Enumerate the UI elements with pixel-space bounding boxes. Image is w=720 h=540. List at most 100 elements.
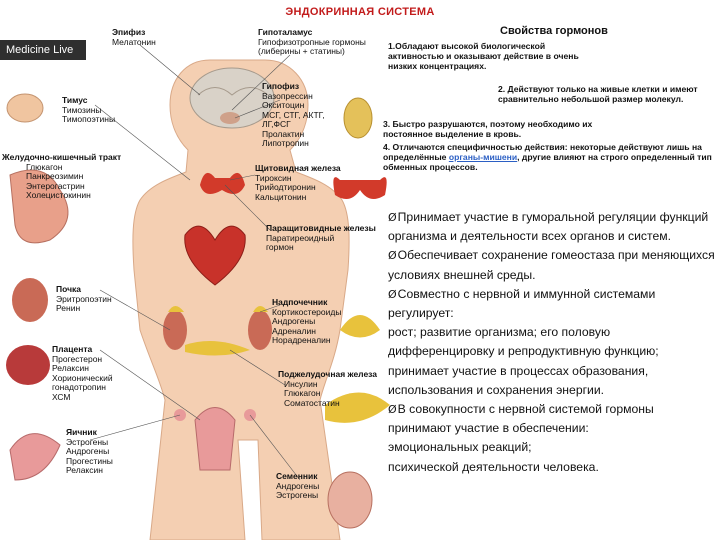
label-ovary: Яичник Эстрогены Андрогены Прогестины Ре… (66, 427, 113, 476)
ovary-icon (9, 433, 61, 481)
hormone: Панкреозимин (26, 171, 84, 181)
hormone: Эстрогены (276, 490, 319, 500)
hormone: Андрогены (276, 480, 320, 491)
organ-name: Надпочечник (272, 297, 328, 307)
main-text-item: Совместно с нервной и иммунной системами… (388, 285, 718, 323)
hormone: Холецистокинин (26, 190, 91, 200)
hormone: Мелатонин (112, 36, 156, 47)
hormone: Релаксин (52, 363, 89, 373)
organ-name: Эпифиз (112, 27, 146, 37)
organ-name: Яичник (66, 427, 97, 437)
gi-tract-icon (9, 169, 69, 244)
hormone: Тимопоэтины (62, 114, 116, 124)
placenta-icon (6, 345, 50, 385)
label-parathyroid: Паращитовидные железы Паратиреоидный гор… (266, 223, 376, 253)
kidney-left-shape (163, 310, 187, 350)
testis-icon (327, 471, 373, 529)
hormone: Соматостатин (284, 397, 340, 408)
hormone: Глюкагон (26, 161, 63, 172)
brand-logo: Medicine Live (0, 40, 86, 60)
hormone: ЛГ,ФСГ (262, 119, 291, 129)
hormone: Паратиреоидный (266, 232, 335, 243)
brain-shape (189, 67, 275, 129)
hormone: МСГ, СТГ, АКТГ, (262, 109, 325, 120)
main-text-block: Принимает участие в гуморальной регуляци… (388, 208, 718, 477)
organ-name: Тимус (62, 95, 88, 105)
hormone: гормон (266, 242, 294, 252)
body-silhouette (132, 59, 350, 540)
property-4-highlight: органы-мишени (448, 151, 518, 162)
hormone: (либерины + статины) (258, 46, 345, 56)
hormone: Липотропин (262, 138, 309, 148)
hormone: Тимозины (62, 104, 102, 115)
main-text-item: рост; развитие организма; его половую ди… (388, 325, 659, 397)
properties-title: Свойства гормонов (500, 25, 608, 37)
hormone: Эстрогены (66, 436, 109, 447)
hormone: ХСМ (52, 391, 71, 402)
organ-name: Гипоталамус (258, 27, 313, 37)
property-3: 3. Быстро разрушаются, поэтому необходим… (383, 119, 593, 139)
thymus-icon (6, 93, 44, 123)
label-adrenal: Надпочечник Кортикостероиды Андрогены Ад… (272, 297, 342, 346)
hormone: Трийодтиронин (255, 182, 316, 192)
property-4-text: 4. Отличаются специфичностью действия: н… (383, 142, 702, 162)
label-thyroid: Щитовидная железа Тироксин Трийодтиронин… (255, 163, 341, 202)
organ-name: Почка (56, 284, 82, 294)
hormone: гонадотропин (52, 382, 106, 392)
thyroid-shape (200, 172, 245, 194)
kidney-icon (12, 278, 48, 322)
pancreas-shape (185, 341, 250, 356)
hormone: Вазопрессин (262, 90, 313, 101)
hormone: Релаксин (66, 465, 103, 475)
heart-shape (184, 225, 246, 286)
hormone: Гипофизотропные гормоны (258, 36, 366, 47)
label-pituitary: Гипофиз Вазопрессин Окситоцин МСГ, СТГ, … (262, 81, 325, 149)
hormone: Тироксин (255, 172, 292, 183)
hormone: Пролактин (262, 128, 305, 139)
organ-name: Паращитовидные железы (266, 223, 376, 233)
property-1: 1.Обладают высокой биологической активно… (388, 41, 579, 71)
hormone: Кальцитонин (255, 191, 307, 202)
label-pancreas: Поджелудочная железа Инсулин Глюкагон Со… (278, 369, 378, 408)
hormone: Прогестины (66, 455, 113, 466)
property-4: 4. Отличаются специфичностью действия: н… (383, 142, 718, 172)
pancreas-icon (325, 392, 390, 423)
page-title: ЭНДОКРИННАЯ СИСТЕМА (285, 6, 435, 18)
label-kidney: Почка Эритропоэтин Ренин (56, 284, 112, 314)
label-gi-tract: Желудочно-кишечный тракт Глюкагон Панкре… (2, 152, 122, 201)
organ-name: Семенник (276, 471, 318, 481)
adrenal-icon (340, 315, 380, 338)
hormone: Глюкагон (284, 388, 321, 398)
organ-name: Гипофиз (262, 81, 300, 91)
hormone: Прогестерон (52, 353, 103, 364)
main-text-item: Принимает участие в гуморальной регуляци… (388, 208, 718, 246)
main-text-item: психической деятельности человека. (388, 459, 599, 474)
hormone: Эритропоэтин (56, 293, 112, 304)
pituitary-icon (343, 97, 373, 139)
organ-name: Плацента (52, 344, 93, 354)
label-epiphysis: Эпифиз Мелатонин (112, 27, 156, 47)
hormone: Окситоцин (262, 100, 305, 110)
label-testis: Семенник Андрогены Эстрогены (276, 471, 320, 501)
hormone: Хорионический (52, 372, 113, 383)
hormone: Кортикостероиды (272, 306, 342, 317)
organ-name: Щитовидная железа (255, 163, 341, 173)
label-thymus: Тимус Тимозины Тимопоэтины (62, 95, 116, 125)
hormone: Инсулин (284, 378, 318, 389)
label-hypothalamus: Гипоталамус Гипофизотропные гормоны (либ… (258, 27, 366, 57)
hormone: Андрогены (66, 446, 110, 456)
organ-name: Поджелудочная железа (278, 369, 378, 379)
hormone: Норадреналин (272, 335, 331, 345)
kidney-right-shape (248, 310, 272, 350)
main-text-item: эмоциональных реакций; (388, 440, 532, 455)
hormone: Энтерогастрин (26, 180, 85, 191)
thyroid-icon (333, 177, 387, 199)
label-placenta: Плацента Прогестерон Релаксин Хорионичес… (52, 344, 113, 402)
main-text-item: В совокупности с нервной системой гормон… (388, 400, 718, 438)
property-2: 2. Действуют только на живые клетки и им… (498, 84, 698, 104)
organ-name: Желудочно-кишечный тракт (2, 152, 122, 162)
main-text-item: Обеспечивает сохранение гомеостаза при м… (388, 246, 718, 284)
hormone: Адреналин (272, 325, 316, 336)
hormone: Ренин (56, 303, 81, 313)
